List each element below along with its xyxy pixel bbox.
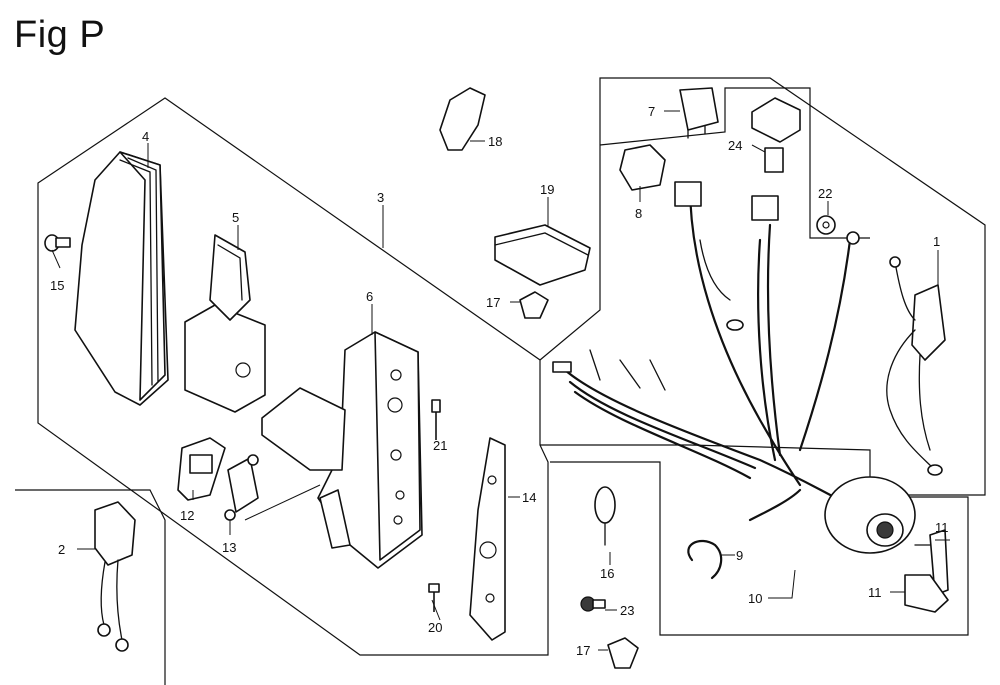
regulator-group-outline (15, 489, 166, 685)
callout-1: 1 (933, 234, 940, 249)
connector-line-13 (244, 484, 321, 521)
switch-part-13 (224, 454, 259, 521)
wire-harness-group-outline (539, 77, 986, 496)
callout-11b: 11 (868, 585, 882, 600)
callout-labels: 1 2 3 4 5 6 7 8 9 10 11 11 12 13 14 15 1… (50, 104, 949, 658)
key-part-11a (914, 529, 949, 596)
key-part-11b (904, 574, 949, 613)
clip-part-18 (439, 87, 486, 151)
callout-7: 7 (648, 104, 655, 119)
band-part-16 (594, 486, 616, 546)
callout-15: 15 (50, 278, 64, 293)
circuit-breaker (177, 437, 226, 501)
callout-19: 19 (540, 182, 554, 197)
relay-bracket-outline (599, 87, 760, 146)
leader-lines (51, 110, 950, 651)
screw-part-23 (580, 596, 606, 612)
callout-3: 3 (377, 190, 384, 205)
callout-5: 5 (232, 210, 239, 225)
callout-17b: 17 (576, 643, 590, 658)
oil-alert-unit (886, 256, 946, 476)
control-box-cover (74, 151, 169, 406)
mounting-bracket (184, 234, 266, 413)
callout-21: 21 (433, 438, 447, 453)
control-panel (261, 331, 423, 569)
socket-part-8 (619, 144, 666, 191)
clamp-part-17b (607, 637, 639, 669)
switch-group-outline (550, 461, 969, 636)
callout-23: 23 (620, 603, 634, 618)
fuse-bracket-outline (760, 87, 870, 239)
nut-part-22 (816, 215, 836, 235)
callout-17a: 17 (486, 295, 500, 310)
control-box-group-outline (37, 97, 549, 656)
callout-20: 20 (428, 620, 442, 635)
relay (679, 87, 719, 139)
bolt-part-20 (428, 583, 440, 612)
screw-part-15 (44, 234, 71, 252)
callout-8: 8 (635, 206, 642, 221)
wire-harness (552, 181, 860, 522)
callout-22: 22 (818, 186, 832, 201)
callout-14: 14 (522, 490, 536, 505)
figure-title: Fig P (14, 14, 106, 56)
callout-12: 12 (180, 508, 194, 523)
fuse (764, 147, 784, 173)
clip-part-9 (687, 539, 723, 580)
ignition-switch (824, 476, 916, 554)
fuse-cap (751, 97, 801, 143)
panel-plate (469, 437, 506, 641)
callout-18: 18 (488, 134, 502, 149)
clamp-part-17a (519, 291, 549, 319)
callout-4: 4 (142, 129, 149, 144)
regulator (94, 501, 136, 652)
callout-6: 6 (366, 289, 373, 304)
callout-10: 10 (748, 591, 762, 606)
callout-2: 2 (58, 542, 65, 557)
callout-13: 13 (222, 540, 236, 555)
callout-24: 24 (728, 138, 742, 153)
callout-11a: 11 (935, 520, 949, 535)
callout-9: 9 (736, 548, 743, 563)
rubber-block (494, 224, 591, 286)
callout-16: 16 (600, 566, 614, 581)
